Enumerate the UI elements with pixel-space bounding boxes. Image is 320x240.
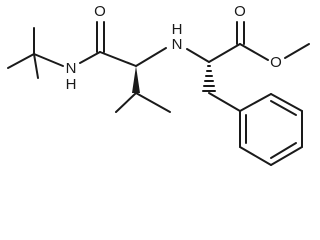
bond-tbu-to-amide-n xyxy=(33,53,64,67)
ring-double-inner-bottom xyxy=(270,142,297,159)
ester-carbonyl-oxygen-label: O xyxy=(234,3,246,20)
amide-hydrogen-label: H xyxy=(66,76,77,93)
bond-tbu-methyl-bottom xyxy=(33,53,39,79)
bond-ester-carbon-to-ether-o xyxy=(239,43,269,61)
tert-butyl-group xyxy=(7,27,64,79)
amine-hydrogen-label: H xyxy=(172,21,183,38)
amine-nh-label: H N xyxy=(172,21,183,53)
bond-carbonyl-to-val-alpha xyxy=(99,51,137,67)
ring-bond-5 xyxy=(239,146,272,166)
ester-ether-oxygen-label: O xyxy=(270,54,282,71)
val-alpha-bold-wedge xyxy=(132,66,140,93)
ring-bond-4 xyxy=(270,146,303,166)
amide-nitrogen-label: N xyxy=(66,60,77,77)
bond-amide-n-to-carbonyl xyxy=(79,51,101,64)
ring-double-inner-top xyxy=(270,100,297,116)
ring-bond-2 xyxy=(270,93,303,112)
skeletal-structure: N H O H N xyxy=(7,3,310,166)
amide-oxygen-label: O xyxy=(94,3,106,20)
bond-isopropyl-methyl-left xyxy=(115,92,137,113)
amide-carbonyl-group: O xyxy=(79,3,137,67)
bond-ch2-to-ring xyxy=(208,92,241,112)
amide-nh-label: N H xyxy=(66,60,77,93)
bond-phe-alpha-to-ester-carbon xyxy=(208,43,241,63)
phe-alpha-hashed-wedge xyxy=(202,65,216,92)
bond-val-alpha-to-amine-n xyxy=(135,47,167,67)
bond-amine-n-to-phe-alpha xyxy=(186,48,210,63)
methyl-ester-group: O O xyxy=(234,3,310,71)
structure-canvas: N H O H N xyxy=(7,2,310,166)
amine-nitrogen-label: N xyxy=(172,36,183,53)
valine-side-chain xyxy=(115,47,171,113)
bond-ether-o-to-methyl xyxy=(284,43,310,59)
bond-isopropyl-methyl-right xyxy=(135,92,171,113)
ring-bond-1 xyxy=(239,93,272,112)
benzyl-linker xyxy=(208,92,241,112)
bond-tbu-methyl-left xyxy=(7,53,35,69)
benzene-ring xyxy=(239,93,303,166)
phenylalanine-backbone xyxy=(186,43,241,63)
